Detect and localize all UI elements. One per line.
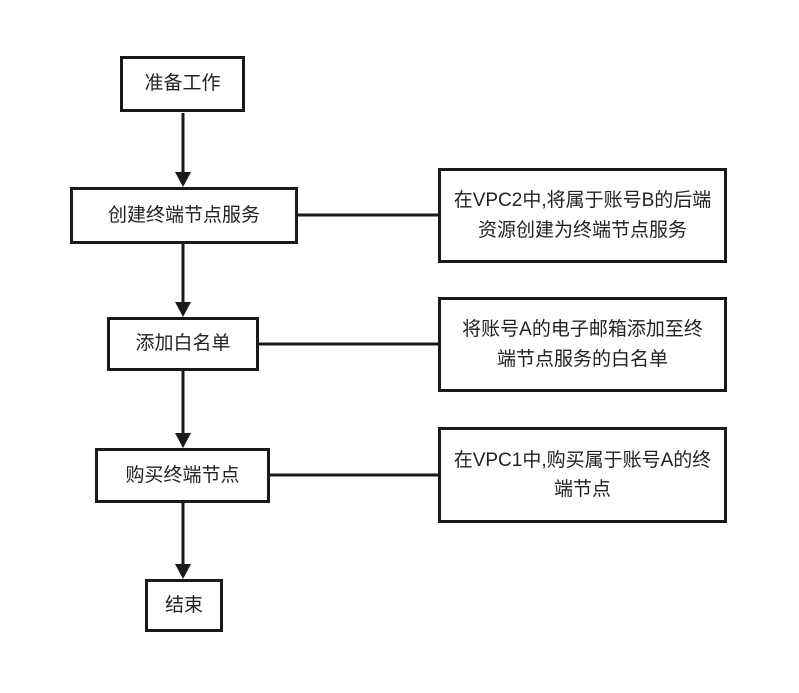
flow-node-create-endpoint-service-label: 创建终端节点服务 — [107, 204, 260, 226]
annotation-buy-endpoint: 在VPC1中,购买属于账号A的终端节点 — [438, 427, 727, 523]
flow-node-add-whitelist: 添加白名单 — [107, 317, 259, 371]
arrow-prepare-to-create — [175, 113, 191, 187]
arrow-whitelist-to-buy — [175, 371, 191, 448]
flow-node-prepare: 准备工作 — [120, 56, 245, 112]
annotation-add-whitelist-label: 将账号A的电子邮箱添加至终端节点服务的白名单 — [462, 319, 703, 370]
flow-node-add-whitelist-label: 添加白名单 — [135, 333, 231, 355]
arrow-create-to-whitelist — [175, 244, 191, 317]
flow-node-end-label: 结束 — [164, 594, 203, 616]
annotation-add-whitelist: 将账号A的电子邮箱添加至终端节点服务的白名单 — [438, 297, 727, 392]
arrow-buy-to-end — [175, 503, 191, 579]
annotation-create-endpoint-service-label: 在VPC2中,将属于账号B的后端资源创建为终端节点服务 — [453, 190, 712, 241]
annotation-buy-endpoint-label: 在VPC1中,购买属于账号A的终端节点 — [453, 449, 712, 500]
flow-node-create-endpoint-service: 创建终端节点服务 — [70, 187, 298, 244]
flow-node-end: 结束 — [145, 579, 223, 632]
flow-node-buy-endpoint-label: 购买终端节点 — [125, 464, 240, 486]
flow-node-buy-endpoint: 购买终端节点 — [95, 448, 270, 503]
flow-node-prepare-label: 准备工作 — [144, 73, 221, 95]
annotation-create-endpoint-service: 在VPC2中,将属于账号B的后端资源创建为终端节点服务 — [438, 168, 727, 263]
